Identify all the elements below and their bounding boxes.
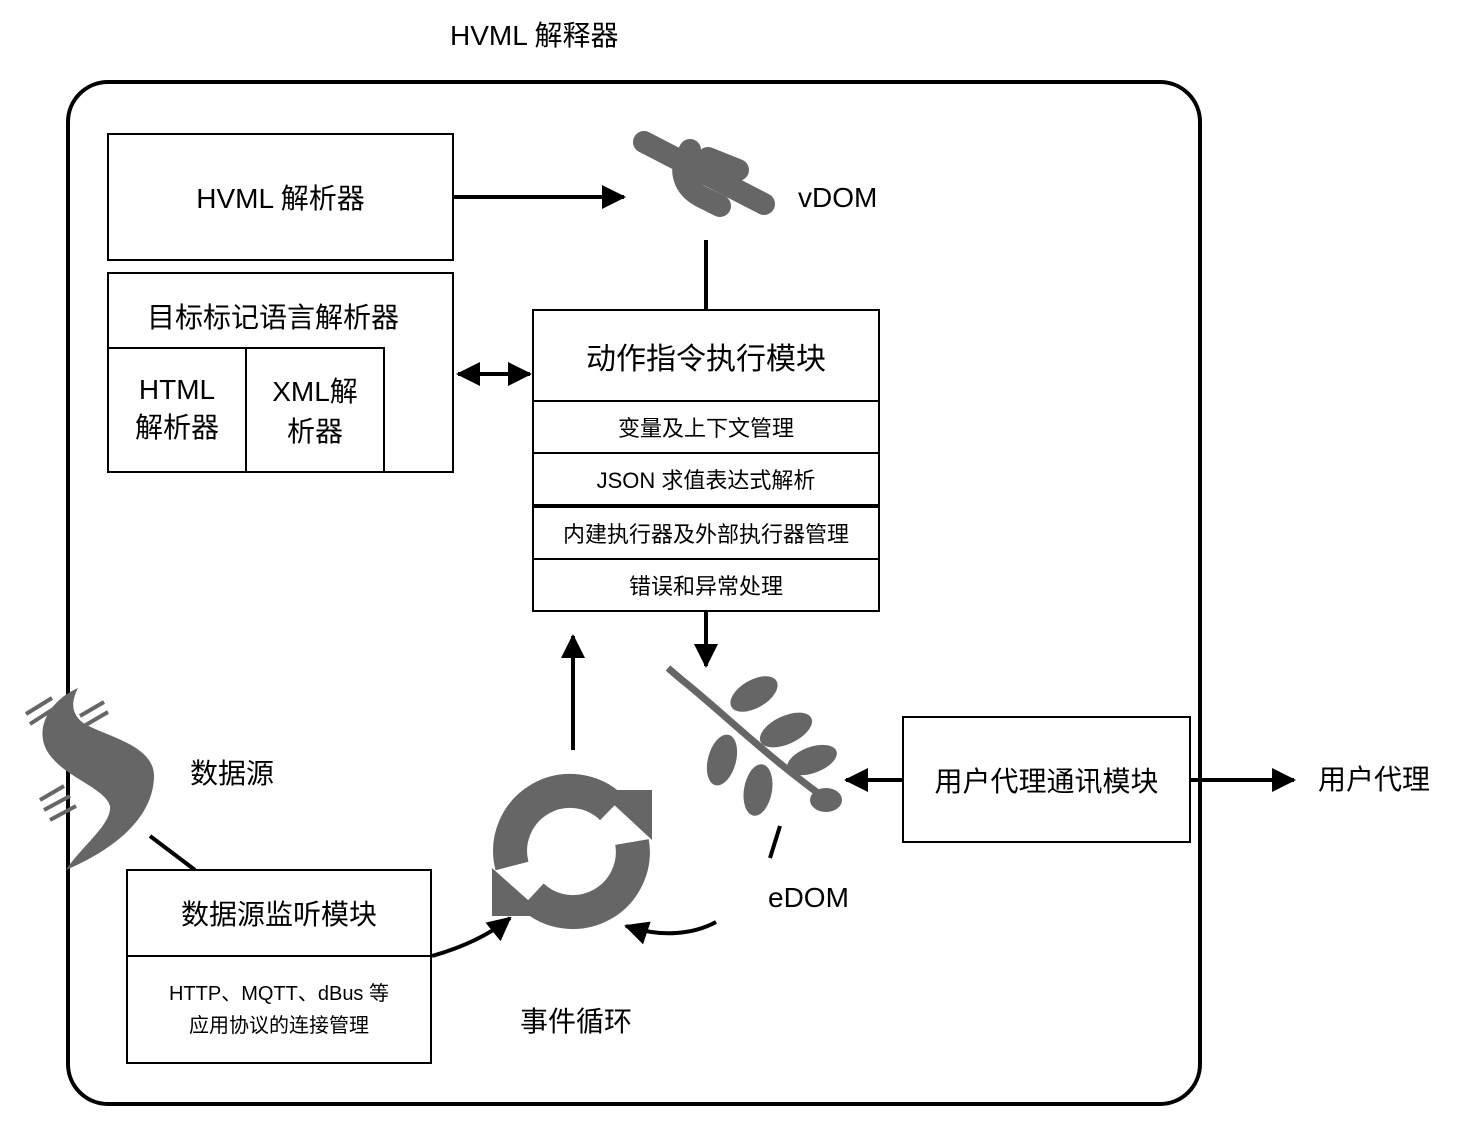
action-row-errors: 错误和异常处理 <box>532 558 880 612</box>
line-edom <box>768 825 782 859</box>
hvml-parser-box: HVML 解析器 <box>107 133 454 261</box>
action-row-label: JSON 求值表达式解析 <box>596 468 816 493</box>
target-parser-label: 目标标记语言解析器 <box>147 302 400 333</box>
html-parser-line2: 解析器 <box>134 412 219 443</box>
target-parser-box: 目标标记语言解析器 HTML 解析器 XML解 析器 <box>107 272 454 473</box>
xml-parser-line2: 析器 <box>286 416 343 447</box>
branch-icon <box>665 665 842 816</box>
user-agent-label: 用户代理 <box>1318 764 1431 795</box>
action-row-label: 内建执行器及外部执行器管理 <box>562 522 849 547</box>
action-row-json: JSON 求值表达式解析 <box>532 452 880 506</box>
event-loop-label: 事件循环 <box>520 1006 633 1037</box>
data-monitor-label: 数据源监听模块 <box>180 899 377 930</box>
action-module-box: 动作指令执行模块 <box>532 309 880 402</box>
ua-comm-label: 用户代理通讯模块 <box>934 765 1159 797</box>
data-monitor-desc-line1: HTTP、MQTT、dBus 等 <box>168 982 389 1005</box>
data-source-label: 数据源 <box>190 758 275 789</box>
action-row-executors: 内建执行器及外部执行器管理 <box>532 506 880 560</box>
xml-parser-line1: XML解 <box>272 376 358 407</box>
xml-parser-box: XML解 析器 <box>245 347 385 473</box>
html-parser-box: HTML 解析器 <box>107 347 247 473</box>
page-title: HVML 解释器 <box>450 20 619 51</box>
action-row-variables: 变量及上下文管理 <box>532 400 880 454</box>
cycle-icon <box>492 773 652 930</box>
interpreter-frame <box>66 80 1202 1106</box>
data-source-icon <box>24 688 155 870</box>
data-monitor-desc-box: HTTP、MQTT、dBus 等 应用协议的连接管理 <box>126 955 432 1064</box>
arrow-monitor-to-loop <box>431 916 512 958</box>
line-source-to-monitor <box>148 834 197 872</box>
action-row-label: 变量及上下文管理 <box>617 416 794 441</box>
vdom-label: vDOM <box>798 182 878 213</box>
vdom-icon <box>633 131 775 217</box>
arrow-edom-to-loop <box>624 920 717 945</box>
html-parser-line1: HTML <box>138 374 216 405</box>
data-monitor-desc-line2: 应用协议的连接管理 <box>189 1014 369 1037</box>
edom-label: eDOM <box>768 882 849 913</box>
action-module-label: 动作指令执行模块 <box>586 342 826 376</box>
data-monitor-box: 数据源监听模块 <box>126 869 432 957</box>
hvml-parser-label: HVML 解析器 <box>196 183 365 214</box>
ua-comm-box: 用户代理通讯模块 <box>902 716 1191 843</box>
action-row-label: 错误和异常处理 <box>628 574 783 599</box>
